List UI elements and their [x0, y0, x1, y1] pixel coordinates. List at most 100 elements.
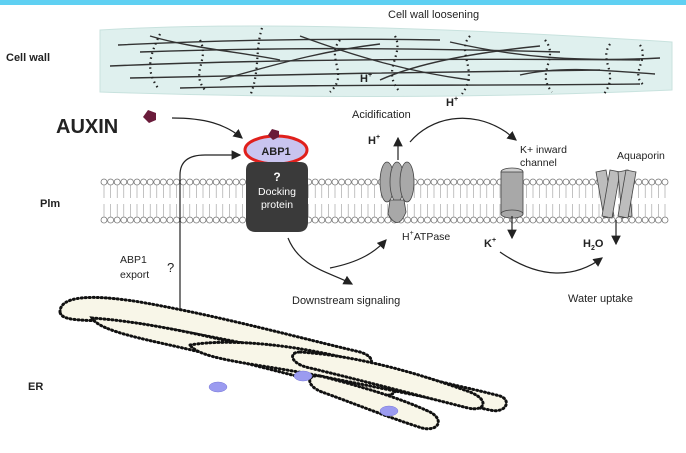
lipid-head	[159, 216, 167, 224]
lipid-head	[371, 216, 379, 224]
atpase-label: H+ATPase	[402, 230, 450, 243]
lipid-head	[331, 178, 339, 186]
aquaporin-channel	[595, 169, 637, 219]
lipid-head	[338, 216, 346, 224]
water-uptake-label: Water uptake	[568, 293, 633, 305]
lipid-head	[655, 178, 662, 186]
downstream-arrow	[287, 237, 354, 285]
lipid-head	[146, 178, 154, 186]
lipid-head	[582, 178, 590, 186]
docking-label-1: Docking	[258, 186, 296, 198]
lipid-head	[133, 216, 141, 224]
lipid-head	[575, 178, 583, 186]
lipid-head	[344, 178, 352, 186]
lipid-head	[417, 178, 425, 186]
to-atpase-arrow	[329, 239, 387, 269]
lipid-head	[542, 216, 550, 224]
lipid-head	[410, 216, 418, 224]
lipid-head	[628, 216, 636, 224]
lipid-head	[404, 216, 412, 224]
lipid-head	[338, 178, 346, 186]
lipid-head	[344, 216, 352, 224]
lipid-head	[120, 216, 128, 224]
cell-wall	[99, 25, 673, 98]
lipid-head	[100, 216, 108, 224]
lipid-head	[437, 216, 445, 224]
export-arrow	[179, 150, 242, 312]
cell-wall-label: Cell wall	[6, 52, 50, 64]
lipid-head	[173, 178, 181, 186]
lipid-head	[615, 216, 623, 224]
lipid-head	[443, 216, 451, 224]
aquaporin-label: Aquaporin	[617, 150, 665, 162]
lipid-head	[219, 216, 227, 224]
water-uptake-arrow	[499, 251, 603, 274]
lipid-head	[357, 216, 365, 224]
lipid-head	[556, 178, 563, 186]
lipid-head	[456, 178, 464, 186]
lipid-head	[529, 178, 537, 186]
lipid-head	[635, 178, 642, 186]
lipid-head	[417, 216, 425, 224]
lipid-head	[324, 216, 332, 224]
lipid-head	[351, 178, 359, 186]
abp1-export-question: ?	[167, 260, 174, 275]
lipid-head	[159, 178, 167, 186]
lipid-head	[523, 216, 530, 224]
lipid-head	[318, 216, 326, 224]
lipid-head	[648, 178, 656, 186]
lipid-head	[206, 178, 214, 186]
lipid-head	[364, 178, 372, 186]
lipid-head	[549, 216, 557, 224]
lipid-head	[635, 216, 642, 224]
docking-question: ?	[273, 170, 280, 184]
h-pump-label: H+	[368, 134, 380, 147]
lipid-head	[641, 178, 649, 186]
lipid-head	[384, 216, 392, 224]
lipid-head	[351, 216, 359, 224]
lipid-head	[212, 216, 220, 224]
acidification-arrow	[409, 117, 517, 143]
auxin-arrow	[171, 117, 243, 139]
downstream-signaling-label: Downstream signaling	[292, 295, 400, 307]
lipid-head	[456, 216, 464, 224]
lipid-head	[569, 216, 576, 224]
lipid-head	[126, 178, 134, 186]
lipid-head	[549, 178, 557, 186]
cell-wall-loosening-label: Cell wall loosening	[388, 9, 479, 21]
lipid-head	[107, 216, 114, 224]
lipid-head	[113, 178, 121, 186]
docking-protein	[246, 162, 308, 232]
lipid-head	[153, 216, 161, 224]
lipid-head	[331, 216, 339, 224]
lipid-head	[648, 216, 656, 224]
lipid-head	[120, 178, 128, 186]
lipid-head	[450, 178, 458, 186]
lipid-head	[126, 216, 134, 224]
lipid-head	[661, 178, 669, 186]
lipid-head	[536, 178, 543, 186]
lipid-head	[430, 178, 438, 186]
lipid-head	[655, 216, 662, 224]
lipid-head	[239, 216, 247, 224]
lipid-head	[489, 178, 497, 186]
k-channel-label-2: channel	[520, 157, 557, 169]
lipid-head	[562, 178, 570, 186]
lipid-head	[470, 216, 478, 224]
lipid-head	[199, 216, 207, 224]
lipid-head	[476, 216, 484, 224]
cell-wall-dotted-fibers	[149, 27, 646, 97]
lipid-head	[318, 178, 326, 186]
lipid-head	[542, 178, 550, 186]
k-ion-label: K+	[484, 237, 496, 250]
lipid-head	[186, 178, 194, 186]
lipid-head	[146, 216, 154, 224]
lipid-head	[232, 216, 240, 224]
lipid-head	[476, 178, 484, 186]
abp1-label: ABP1	[261, 146, 290, 158]
h2o-label: H2O	[583, 238, 604, 252]
lipid-head	[219, 178, 227, 186]
h-wall-label-1: H+	[360, 72, 372, 85]
lipid-head	[556, 216, 563, 224]
lipid-head	[133, 178, 141, 186]
